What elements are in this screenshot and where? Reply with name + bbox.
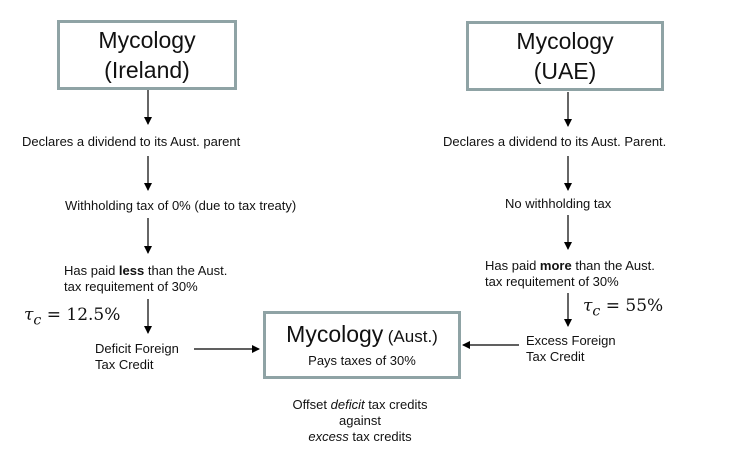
left-tau-symbol: τ xyxy=(24,305,34,325)
excess-credit-line1: Excess Foreign xyxy=(526,333,616,348)
left-paid-bold: less xyxy=(118,263,145,278)
left-paid-text: Has paid less than the Aust. tax requite… xyxy=(64,263,227,295)
ireland-box-country: (Ireland) xyxy=(104,57,190,83)
excess-credit-line2: Tax Credit xyxy=(526,349,585,364)
right-paid-post: than the Aust. xyxy=(571,258,655,273)
offset-l3-post: tax credits xyxy=(348,429,412,444)
left-withholding-text: Withholding tax of 0% (due to tax treaty… xyxy=(65,198,297,213)
right-tau-value: = 55% xyxy=(605,296,664,316)
deficit-credit-line1: Deficit Foreign xyxy=(95,341,179,356)
left-tau-subscript: c xyxy=(33,312,42,329)
right-paid-line2: tax requitement of 30% xyxy=(485,274,619,289)
uae-box-title: Mycology xyxy=(516,28,614,54)
deficit-credit-line2: Tax Credit xyxy=(95,357,154,372)
mycology-uae-box: Mycology (UAE) xyxy=(466,21,664,91)
uae-box-country: (UAE) xyxy=(533,58,597,84)
left-tau-rate: τc = 12.5% xyxy=(24,305,120,328)
aust-box-name: Mycology xyxy=(286,321,384,347)
left-declares-text: Declares a dividend to its Aust. parent xyxy=(22,134,241,149)
left-paid-line2: tax requitement of 30% xyxy=(64,279,198,294)
offset-l3-em: excess xyxy=(308,429,349,444)
right-withholding-text: No withholding tax xyxy=(505,196,612,211)
left-paid-pre: Has paid xyxy=(64,263,119,278)
right-paid-bold: more xyxy=(539,258,572,273)
mycology-ireland-box: Mycology (Ireland) xyxy=(57,20,237,90)
excess-credit-text: Excess Foreign Tax Credit xyxy=(526,333,616,365)
right-paid-text: Has paid more than the Aust. tax requite… xyxy=(485,258,655,290)
left-paid-post: than the Aust. xyxy=(144,263,228,278)
ireland-box-title: Mycology xyxy=(98,27,196,53)
right-paid-pre: Has paid xyxy=(485,258,540,273)
offset-l1-pre: Offset xyxy=(292,397,331,412)
aust-box-subtitle: Pays taxes of 30% xyxy=(308,353,416,368)
left-tau-value: = 12.5% xyxy=(46,305,121,325)
deficit-credit-text: Deficit Foreign Tax Credit xyxy=(95,341,179,373)
offset-l2: against xyxy=(339,413,381,428)
aust-box-title: Mycology (Aust.) xyxy=(286,320,438,352)
aust-box-country: (Aust.) xyxy=(387,327,438,346)
mycology-aust-box: Mycology (Aust.) Pays taxes of 30% xyxy=(263,311,461,379)
offset-l1-em: deficit xyxy=(330,397,365,412)
offset-note: Offset deficit tax credits against exces… xyxy=(293,397,428,445)
right-tau-rate: τc = 55% xyxy=(583,296,663,319)
offset-l1-post: tax credits xyxy=(364,397,428,412)
right-declares-text: Declares a dividend to its Aust. Parent. xyxy=(443,134,667,149)
right-tau-subscript: c xyxy=(592,303,601,320)
right-tau-symbol: τ xyxy=(583,296,593,316)
